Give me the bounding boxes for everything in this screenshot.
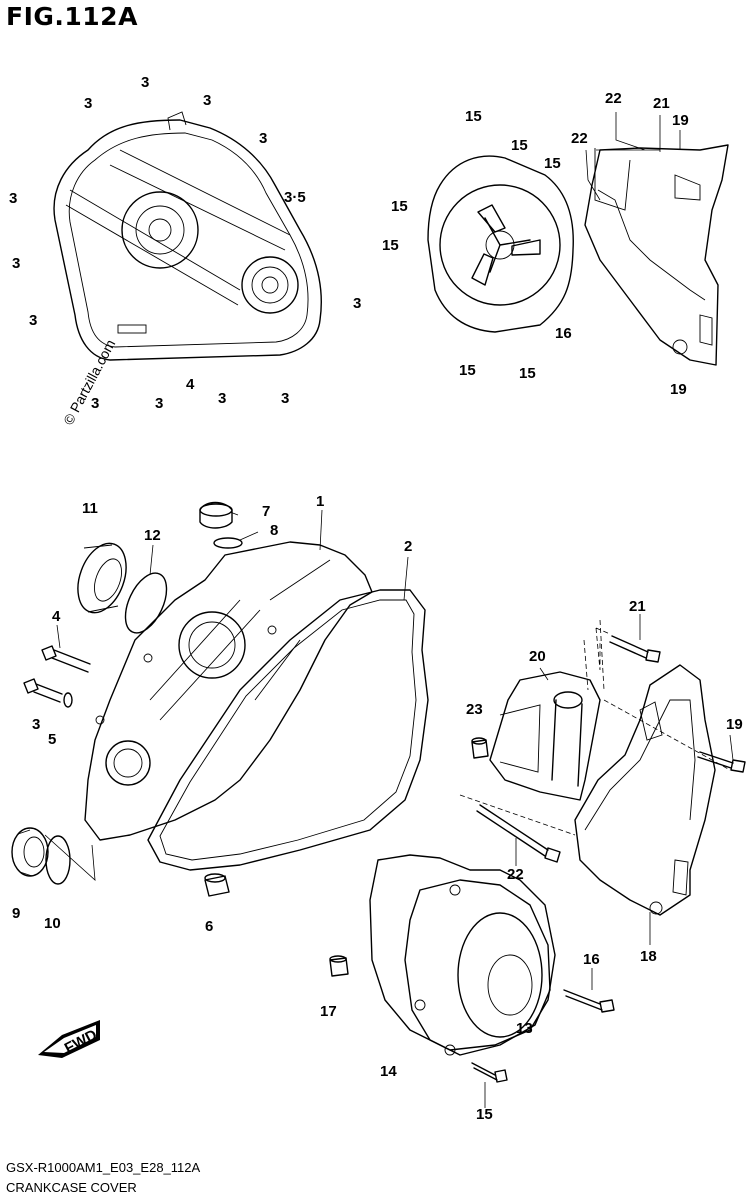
bolt-16 (563, 989, 615, 1013)
bracket (489, 671, 601, 801)
callout: 15 (544, 155, 561, 172)
callout: 3 (84, 95, 93, 112)
callout: 15 (519, 365, 536, 382)
callout: 18 (640, 948, 657, 965)
figure-title: FIG.112A (6, 2, 138, 31)
callout: 1 (316, 493, 325, 510)
long-bolt-22 (476, 804, 561, 863)
spacer (471, 737, 489, 759)
callout: 3 (12, 255, 21, 272)
callout: 22 (507, 866, 524, 883)
bolt-3 (23, 678, 63, 703)
generator-cover (404, 879, 551, 1056)
callout: 14 (380, 1063, 397, 1080)
filler-o-ring (213, 537, 243, 549)
callout: 22 (605, 90, 622, 107)
callout: 3 (29, 312, 38, 329)
bolt-4 (41, 645, 91, 673)
callout: 21 (629, 598, 646, 615)
callout: 4 (186, 376, 195, 393)
callout: 19 (672, 112, 689, 129)
oil-seal-9 (11, 827, 49, 877)
callout: 3 (91, 395, 100, 412)
clutch-cover (84, 541, 373, 841)
callout: 23 (466, 701, 483, 718)
clutch-cover-gasket (147, 589, 429, 871)
oil-seal (77, 542, 127, 614)
callout: 15 (511, 137, 528, 154)
callout: 3 (353, 295, 362, 312)
callout: 5 (48, 731, 57, 748)
figure-code: GSX-R1000AM1_E03_E28_112A (6, 1160, 201, 1175)
callout: 4 (52, 608, 61, 625)
callout: 3 (218, 390, 227, 407)
bolt-19 (697, 751, 746, 773)
callout: 7 (262, 503, 271, 520)
callout: 3 (259, 130, 268, 147)
callout: 12 (144, 527, 161, 544)
callout: 21 (653, 95, 670, 112)
washer-5 (63, 692, 73, 708)
figure-name: CRANKCASE COVER (6, 1180, 137, 1195)
o-ring (124, 572, 168, 634)
callout: 15 (476, 1106, 493, 1123)
sprocket-cover (574, 664, 716, 916)
callout: 19 (670, 381, 687, 398)
callout: 3 (281, 390, 290, 407)
callout: 20 (529, 648, 546, 665)
callout: 3 (141, 74, 150, 91)
callout: 15 (465, 108, 482, 125)
o-ring-10 (45, 835, 71, 885)
callout: 3 (32, 716, 41, 733)
dowel-pin-17 (329, 955, 349, 977)
callout: 10 (44, 915, 61, 932)
callout: 15 (382, 237, 399, 254)
sprocket-cover-top-view (584, 144, 729, 366)
oil-filler-cap (199, 501, 233, 529)
callout: 3 (155, 395, 164, 412)
generator-cover-gasket (369, 854, 556, 1051)
clutch-cover-top-view (53, 111, 322, 361)
bolt-21 (609, 635, 661, 663)
callout: 19 (726, 716, 743, 733)
fwd-arrow-icon (38, 1020, 100, 1058)
callout: 22 (571, 130, 588, 147)
generator-cover-top-view (427, 155, 574, 333)
callout: 3 (9, 190, 18, 207)
callout: 16 (555, 325, 572, 342)
callout: 3 (203, 92, 212, 109)
callout: 6 (205, 918, 214, 935)
callout: 8 (270, 522, 279, 539)
callout: 11 (82, 500, 98, 517)
callout: 15 (459, 362, 476, 379)
callout: 3·5 (284, 189, 306, 206)
callout: 15 (391, 198, 408, 215)
dowel-pin (204, 873, 230, 897)
callout: 2 (404, 538, 413, 555)
callout: 17 (320, 1003, 337, 1020)
callout: 9 (12, 905, 21, 922)
callout: 13 (516, 1020, 533, 1037)
bolt-15 (471, 1062, 508, 1083)
callout: 16 (583, 951, 600, 968)
